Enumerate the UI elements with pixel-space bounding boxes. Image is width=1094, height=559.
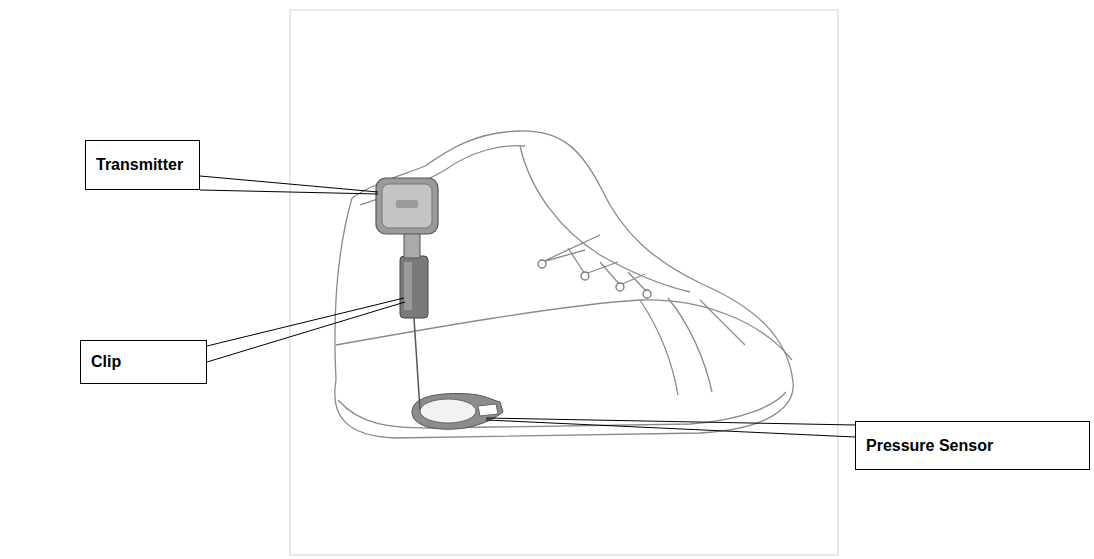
- eyelets: [538, 260, 651, 298]
- transmitter: [376, 178, 438, 234]
- sensor-wire: [414, 318, 420, 410]
- leader-line: [200, 176, 378, 194]
- leader-line: [486, 418, 855, 437]
- callout-label: Pressure Sensor: [866, 437, 993, 455]
- clip: [400, 232, 428, 318]
- leader-lines: [200, 176, 855, 437]
- heel-back: [335, 198, 352, 380]
- stripe: [668, 298, 712, 392]
- callout-box: Transmitter: [85, 140, 200, 190]
- pressure-sensor: [412, 394, 503, 430]
- stripe: [640, 300, 678, 395]
- callout-label: Clip: [91, 353, 121, 371]
- callout-box: Pressure Sensor: [855, 421, 1090, 470]
- figure-frame: [290, 10, 838, 555]
- shoe-sole: [335, 380, 793, 438]
- stripe: [700, 300, 745, 345]
- callout-label: Transmitter: [96, 156, 183, 174]
- shoe-outline: [335, 131, 793, 438]
- leader-line: [207, 298, 405, 362]
- shoe-laces: [542, 235, 647, 292]
- callout-box: Clip: [80, 340, 207, 384]
- shoe-upper: [352, 131, 793, 382]
- tongue-line: [520, 146, 690, 292]
